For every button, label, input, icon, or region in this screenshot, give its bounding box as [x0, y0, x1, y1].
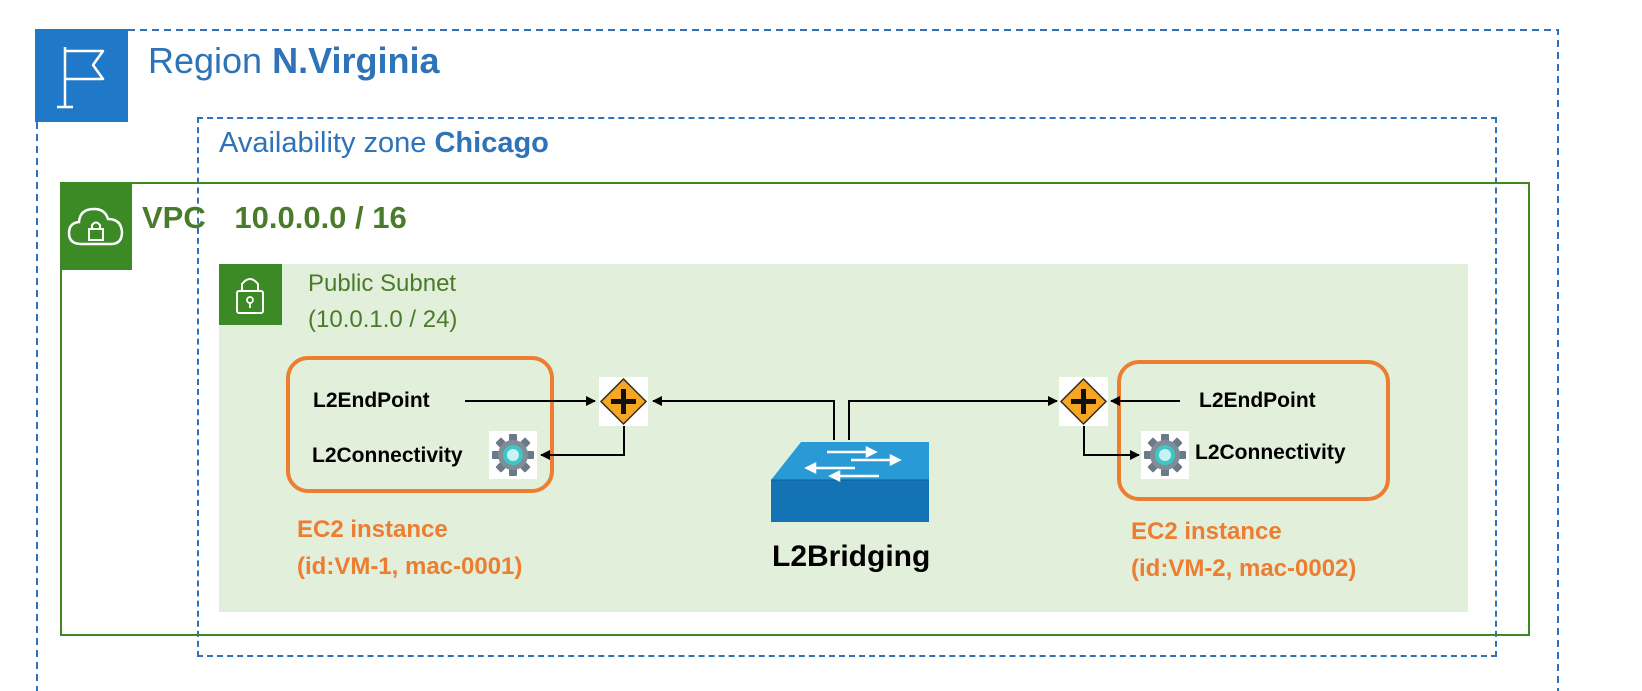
l2-bridge-switch[interactable]: [771, 440, 929, 522]
left-instance-id: (id:VM-1, mac-0001): [297, 553, 523, 580]
right-connectivity-arrow: [1083, 424, 1140, 460]
availability-zone-frame: [197, 117, 1497, 657]
right-gear-icon-box: [1141, 431, 1189, 479]
region-icon-box: [35, 29, 128, 122]
right-connectivity-label: L2Connectivity: [1195, 441, 1346, 464]
ec2-instance-right[interactable]: [1117, 360, 1390, 501]
flag-icon: [57, 47, 105, 109]
right-instance-title: EC2 instance: [1131, 518, 1282, 545]
region-label: Region: [148, 40, 263, 81]
bridge-to-right-arrow: [848, 396, 1058, 440]
subnet-icon-box: [219, 264, 282, 325]
availability-zone-label: Availability zone: [219, 127, 427, 159]
left-junction: [599, 377, 648, 426]
vpc-cidr: 10.0.0.0 / 16: [234, 200, 407, 235]
padlock-icon: [236, 278, 264, 314]
subnet-label: Public Subnet: [308, 270, 457, 297]
left-gear-icon-box: [489, 431, 537, 479]
gear-icon: [492, 434, 534, 476]
bridge-label: L2Bridging: [772, 540, 931, 573]
availability-zone-title: Availability zone Chicago: [219, 127, 549, 160]
right-endpoint-label: L2EndPoint: [1199, 389, 1316, 412]
left-endpoint-label: L2EndPoint: [313, 389, 430, 412]
ec2-instance-left[interactable]: [286, 356, 554, 493]
cloud-lock-icon: [67, 207, 124, 246]
plus-diamond-icon: [599, 377, 648, 426]
right-instance-id: (id:VM-2, mac-0002): [1131, 555, 1357, 582]
left-instance-title: EC2 instance: [297, 516, 448, 543]
availability-zone-name: Chicago: [434, 127, 549, 159]
region-name: N.Virginia: [272, 40, 440, 81]
bridge-to-left-arrow: [652, 396, 835, 440]
public-subnet: [219, 264, 1468, 612]
subnet-cidr: (10.0.1.0 / 24): [308, 306, 458, 333]
left-connectivity-label: L2Connectivity: [312, 444, 463, 467]
network-switch-icon: [771, 442, 929, 522]
vpc-frame: [60, 182, 1530, 636]
left-connectivity-arrow: [540, 424, 625, 460]
vpc-label: VPC: [142, 200, 206, 235]
right-junction: [1059, 377, 1108, 426]
vpc-title: VPC 10.0.0.0 / 16: [142, 200, 407, 236]
plus-diamond-icon: [1059, 377, 1108, 426]
region-title: Region N.Virginia: [148, 40, 440, 82]
vpc-icon-box: [61, 182, 132, 270]
gear-icon: [1144, 434, 1186, 476]
